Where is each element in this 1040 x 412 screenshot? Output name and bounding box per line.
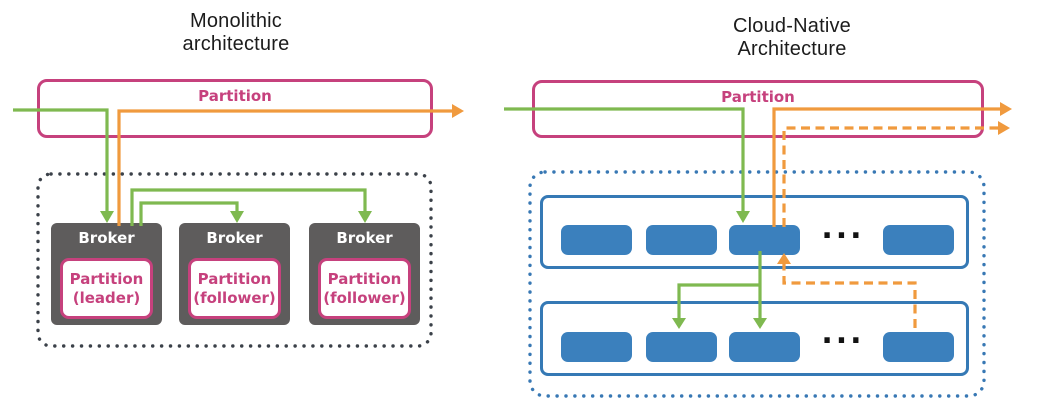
broker-partition-line1: Partition (327, 269, 402, 288)
orange-arrowhead (998, 121, 1010, 135)
right-partition-box: Partition (532, 80, 984, 138)
node-box (561, 332, 632, 362)
left-partition-box-label: Partition (198, 87, 272, 105)
broker-partition-line2: (follower) (323, 288, 406, 307)
broker-partition-follower-box: Partition (follower) (318, 258, 411, 319)
left-title-line1: Monolithic (189, 10, 283, 32)
ellipsis-more-nodes: ... (821, 316, 865, 351)
broker-partition-follower-box: Partition (follower) (188, 258, 281, 319)
broker-box-follower-1: Broker Partition (follower) (179, 223, 290, 325)
broker-partition-leader-box: Partition (leader) (60, 258, 153, 319)
orange-arrowhead (1000, 102, 1012, 116)
broker-label: Broker (206, 229, 263, 247)
broker-box-follower-2: Broker Partition (follower) (309, 223, 420, 325)
left-title-line2: architecture (182, 33, 290, 55)
orange-arrowhead (452, 104, 464, 118)
node-box (729, 332, 800, 362)
broker-partition-line1: Partition (197, 269, 272, 288)
left-partition-box: Partition (37, 79, 433, 138)
broker-partition-line2: (follower) (193, 288, 276, 307)
right-partition-box-label: Partition (721, 88, 795, 106)
node-box (561, 225, 632, 255)
ellipsis-more-nodes: ... (821, 211, 865, 246)
broker-label: Broker (78, 229, 135, 247)
broker-partition-line1: Partition (69, 269, 144, 288)
right-title-line1: Cloud-Native (732, 15, 851, 37)
green-replication-arrow-to-follower-2 (130, 188, 367, 226)
green-arrowhead (358, 211, 372, 223)
node-box (729, 225, 800, 255)
broker-box-leader: Broker Partition (leader) (51, 223, 162, 325)
broker-row-2: ... (540, 301, 969, 376)
node-box (646, 225, 717, 255)
green-arrowhead (100, 211, 114, 223)
right-diagram-title: Cloud-Native Architecture (682, 15, 902, 61)
right-title-line2: Architecture (737, 38, 847, 60)
broker-partition-line2: (leader) (72, 288, 141, 307)
left-diagram-title: Monolithic architecture (126, 10, 346, 56)
node-box (883, 332, 954, 362)
green-arrowhead (230, 211, 244, 223)
node-box (646, 332, 717, 362)
broker-label: Broker (336, 229, 393, 247)
broker-row-1: ... (540, 195, 969, 269)
node-box (883, 225, 954, 255)
